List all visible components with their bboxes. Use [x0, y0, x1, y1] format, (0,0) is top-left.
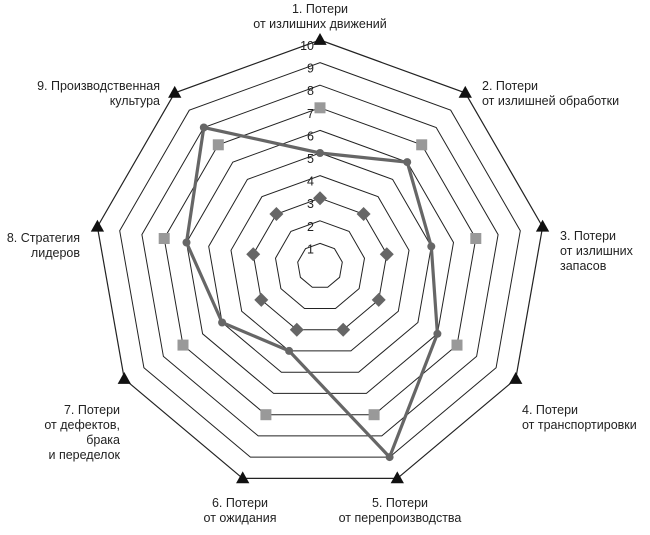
triangle-marker	[458, 85, 472, 98]
square-marker	[177, 339, 189, 351]
axis-label-line: 1. Потери	[291, 2, 349, 16]
axis-label-line: 6. Потери	[211, 496, 269, 510]
triangle-marker	[535, 219, 550, 232]
tick-label: 6	[307, 129, 314, 143]
square-marker	[212, 139, 224, 151]
circle-marker	[316, 149, 324, 157]
diamond-marker	[269, 207, 284, 222]
grid-ring-7	[163, 107, 477, 416]
grid-ring-1	[297, 242, 343, 288]
axis-label-line: 3. Потери	[560, 229, 617, 243]
axis-label-line: 5. Потери	[371, 496, 429, 510]
tick-label: 7	[307, 107, 314, 121]
axis-label-line: от дефектов,	[44, 418, 120, 432]
axis-label-line: брака	[86, 433, 120, 447]
axis-label-line: от излишней обработки	[482, 94, 620, 108]
triangle-marker	[236, 471, 250, 484]
axis-label-line: от транспортировки	[522, 418, 637, 432]
grid-ring-6	[185, 129, 455, 394]
circle-marker	[403, 158, 412, 167]
triangle-marker	[509, 372, 523, 384]
square-marker	[260, 409, 272, 421]
grid-ring-3	[252, 197, 388, 331]
diamond-marker	[246, 247, 261, 262]
square-marker	[416, 139, 428, 151]
axis-label-line: лидеров	[30, 246, 80, 260]
tick-label: 5	[307, 152, 314, 166]
grid-ring-2	[274, 220, 366, 309]
grid-ring-4	[230, 175, 410, 352]
triangle-marker	[168, 85, 182, 98]
circle-marker	[433, 329, 442, 338]
tick-label: 4	[307, 175, 314, 189]
tick-label: 1	[307, 242, 314, 256]
axis-label-line: 2. Потери	[482, 79, 539, 93]
square-marker	[451, 339, 463, 351]
grid-ring-10	[96, 39, 544, 479]
axis-label-line: 7. Потери	[63, 403, 120, 417]
tick-label: 10	[300, 39, 314, 53]
square-marker	[470, 233, 482, 244]
grid-ring-8	[141, 84, 499, 437]
diamond-marker	[336, 322, 351, 337]
tick-label: 9	[307, 62, 314, 76]
axis-label-line: от перепроизводства	[338, 511, 462, 525]
grid-ring-5	[208, 152, 432, 373]
triangle-marker	[313, 33, 327, 45]
circle-marker	[285, 346, 294, 355]
triangle-marker	[90, 219, 105, 232]
tick-label: 8	[307, 84, 314, 98]
triangle-marker	[117, 372, 131, 384]
axis-label-line: и переделок	[48, 448, 121, 462]
diamond-marker	[371, 292, 386, 307]
square-marker	[314, 102, 326, 114]
axis-label-line: 4. Потери	[522, 403, 579, 417]
circle-marker	[218, 318, 227, 327]
axis-label-line: от излишних движений	[253, 17, 387, 31]
axis-label-line: 9. Производственная	[37, 79, 160, 93]
axis-label-line: культура	[109, 94, 160, 108]
circle-marker	[427, 242, 436, 251]
diamond-marker	[254, 292, 269, 307]
tick-label: 3	[307, 197, 314, 211]
circle-marker	[199, 123, 208, 132]
grid-ring-9	[119, 62, 521, 458]
axis-label-line: от излишних	[560, 244, 633, 258]
diamond-marker	[356, 207, 371, 222]
series-line-2	[184, 125, 439, 459]
axis-label-line: 8. Стратегия	[6, 231, 80, 245]
circle-marker	[182, 238, 191, 247]
diamond-marker	[289, 322, 304, 337]
axis-label-line: запасов	[560, 259, 607, 273]
tick-label: 2	[307, 220, 314, 234]
square-marker	[368, 409, 380, 421]
axis-label-line: от ожидания	[203, 511, 277, 525]
triangle-marker	[390, 471, 404, 484]
diamond-marker	[379, 247, 394, 262]
circle-marker	[385, 453, 394, 462]
square-marker	[158, 233, 170, 244]
diamond-marker	[313, 191, 327, 206]
